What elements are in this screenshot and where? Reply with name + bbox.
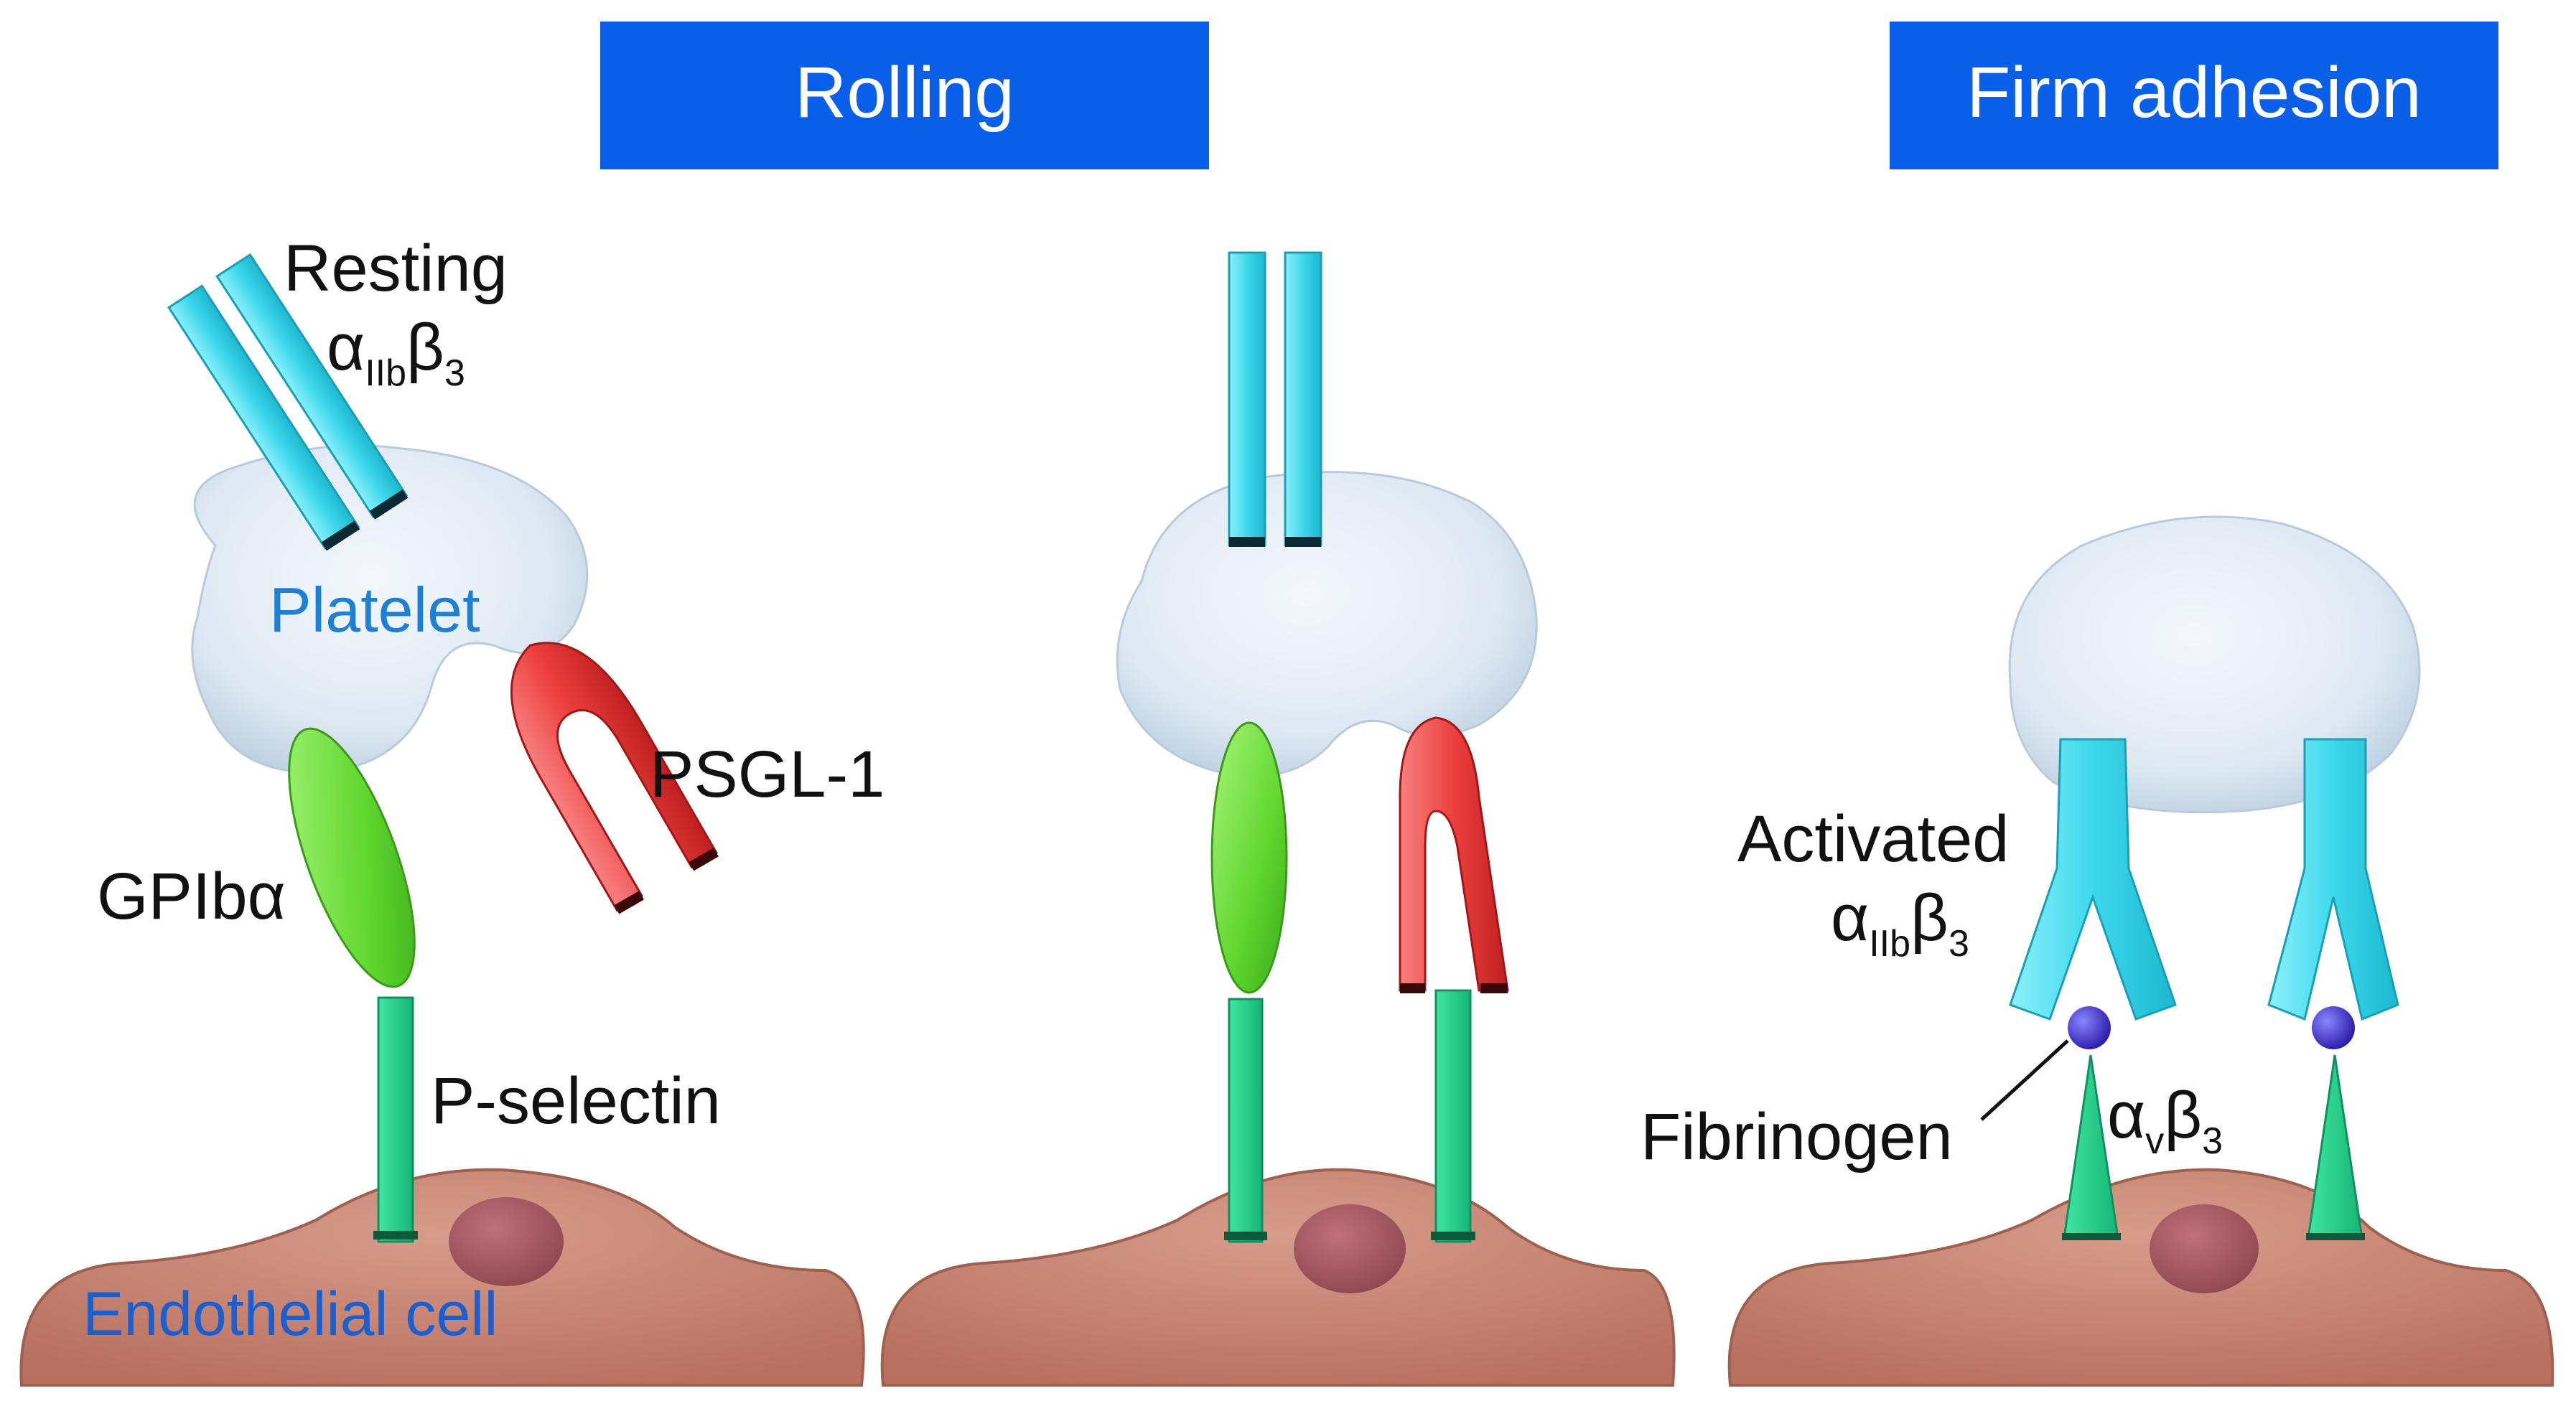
psgl1-1-foot-left: [614, 891, 645, 914]
nucleus-1: [449, 1197, 564, 1286]
resting-beta: β: [406, 311, 444, 384]
p-selectin-2-base: [1224, 1232, 1267, 1240]
p-selectin-label: P-selectin: [431, 1064, 721, 1138]
activated-integrin-2-shape: [2267, 738, 2399, 1021]
avb3-cone-2: [2307, 1054, 2363, 1240]
integrin-2-beta-foot: [1285, 537, 1321, 547]
avb3-three-sub: 3: [2202, 1120, 2223, 1162]
gpib-2: [1210, 721, 1288, 994]
endothelial-cell-1-body: [19, 1168, 865, 1387]
fibrinogen-1: [2068, 1006, 2111, 1049]
p-selectin-1: [377, 996, 414, 1243]
psgl1-1-foot-right: [689, 848, 719, 871]
activated-label: Activated: [1737, 802, 2009, 876]
psgl1-label: PSGL-1: [650, 738, 885, 811]
avb3-label: αvβ3: [2107, 1079, 2223, 1162]
gpib-1: [288, 727, 416, 988]
activated-integrin-label: αIIbβ3: [1831, 881, 1969, 965]
avb3-cone-1-base: [2062, 1233, 2121, 1240]
psgl1-2-foot-right: [1480, 983, 1508, 993]
avb3-alpha: α: [2107, 1079, 2145, 1152]
psgl1-1-shape: [510, 642, 718, 912]
psgl1-2: [1399, 716, 1509, 993]
platelet-2: [1116, 471, 1538, 778]
activated-integrin-1: [2009, 738, 2177, 1021]
endothelial-cell-2: [880, 1168, 1676, 1387]
resting-integrin-label: αIIbβ3: [327, 311, 465, 394]
avb3-v-sub: v: [2145, 1120, 2164, 1162]
avb3-cone-2-base: [2306, 1233, 2365, 1240]
p-selectin-1-base: [373, 1231, 418, 1240]
gpib-label: GPIbα: [97, 860, 286, 933]
psgl1-2-shape: [1399, 716, 1509, 992]
endothelial-cell-label: Endothelial cell: [83, 1280, 498, 1349]
fibrinogen-2: [2312, 1006, 2355, 1049]
p-selectin-3-base: [1431, 1232, 1475, 1240]
platelet-label: Platelet: [269, 574, 480, 645]
integrin-2-alpha-foot: [1229, 537, 1265, 547]
nucleus-2: [1294, 1204, 1406, 1293]
integrin-2-beta-leg: [1284, 251, 1322, 547]
nucleus-3: [2150, 1204, 2259, 1293]
fibrinogen-label: Fibrinogen: [1641, 1100, 1953, 1173]
activated-integrin-1-shape: [2009, 738, 2177, 1021]
endothelial-cell-1: [19, 1168, 865, 1387]
endothelial-cell-3: [1727, 1168, 2554, 1387]
rolling-banner: Rolling: [600, 22, 1209, 169]
firm-adhesion-banner-text: Firm adhesion: [1966, 52, 2422, 133]
psgl1-1: [510, 642, 719, 914]
resting-integrin: [167, 253, 409, 551]
resting-iib-sub: IIb: [365, 352, 406, 394]
rolling-banner-box: [600, 22, 1209, 169]
integrin-2: [1228, 251, 1322, 547]
integrin-2-alpha-leg: [1228, 251, 1266, 547]
resting-three-sub: 3: [444, 352, 465, 394]
activated-alpha: α: [1831, 881, 1869, 955]
rolling-banner-text: Rolling: [795, 52, 1014, 133]
activated-three-sub: 3: [1949, 923, 1969, 965]
fibrinogen-pointer: [1980, 1039, 2069, 1121]
resting-label: Resting: [284, 232, 508, 305]
endothelial-cell-2-body: [880, 1168, 1676, 1387]
psgl1-2-foot-left: [1400, 983, 1425, 993]
resting-integrin-alpha-foot: [321, 520, 360, 551]
firm-adhesion-banner: Firm adhesion: [1890, 22, 2498, 169]
resting-alpha: α: [327, 311, 365, 384]
activated-iib-sub: IIb: [1869, 923, 1910, 965]
activated-integrin-2: [2267, 738, 2399, 1021]
avb3-beta: β: [2164, 1079, 2202, 1152]
endothelial-cell-3-body: [1727, 1168, 2554, 1387]
resting-integrin-beta-foot: [369, 489, 409, 520]
p-selectin-3: [1434, 989, 1472, 1243]
activated-beta: β: [1910, 881, 1949, 955]
p-selectin-2: [1228, 998, 1264, 1243]
firm-adhesion-banner-box: [1890, 22, 2498, 169]
